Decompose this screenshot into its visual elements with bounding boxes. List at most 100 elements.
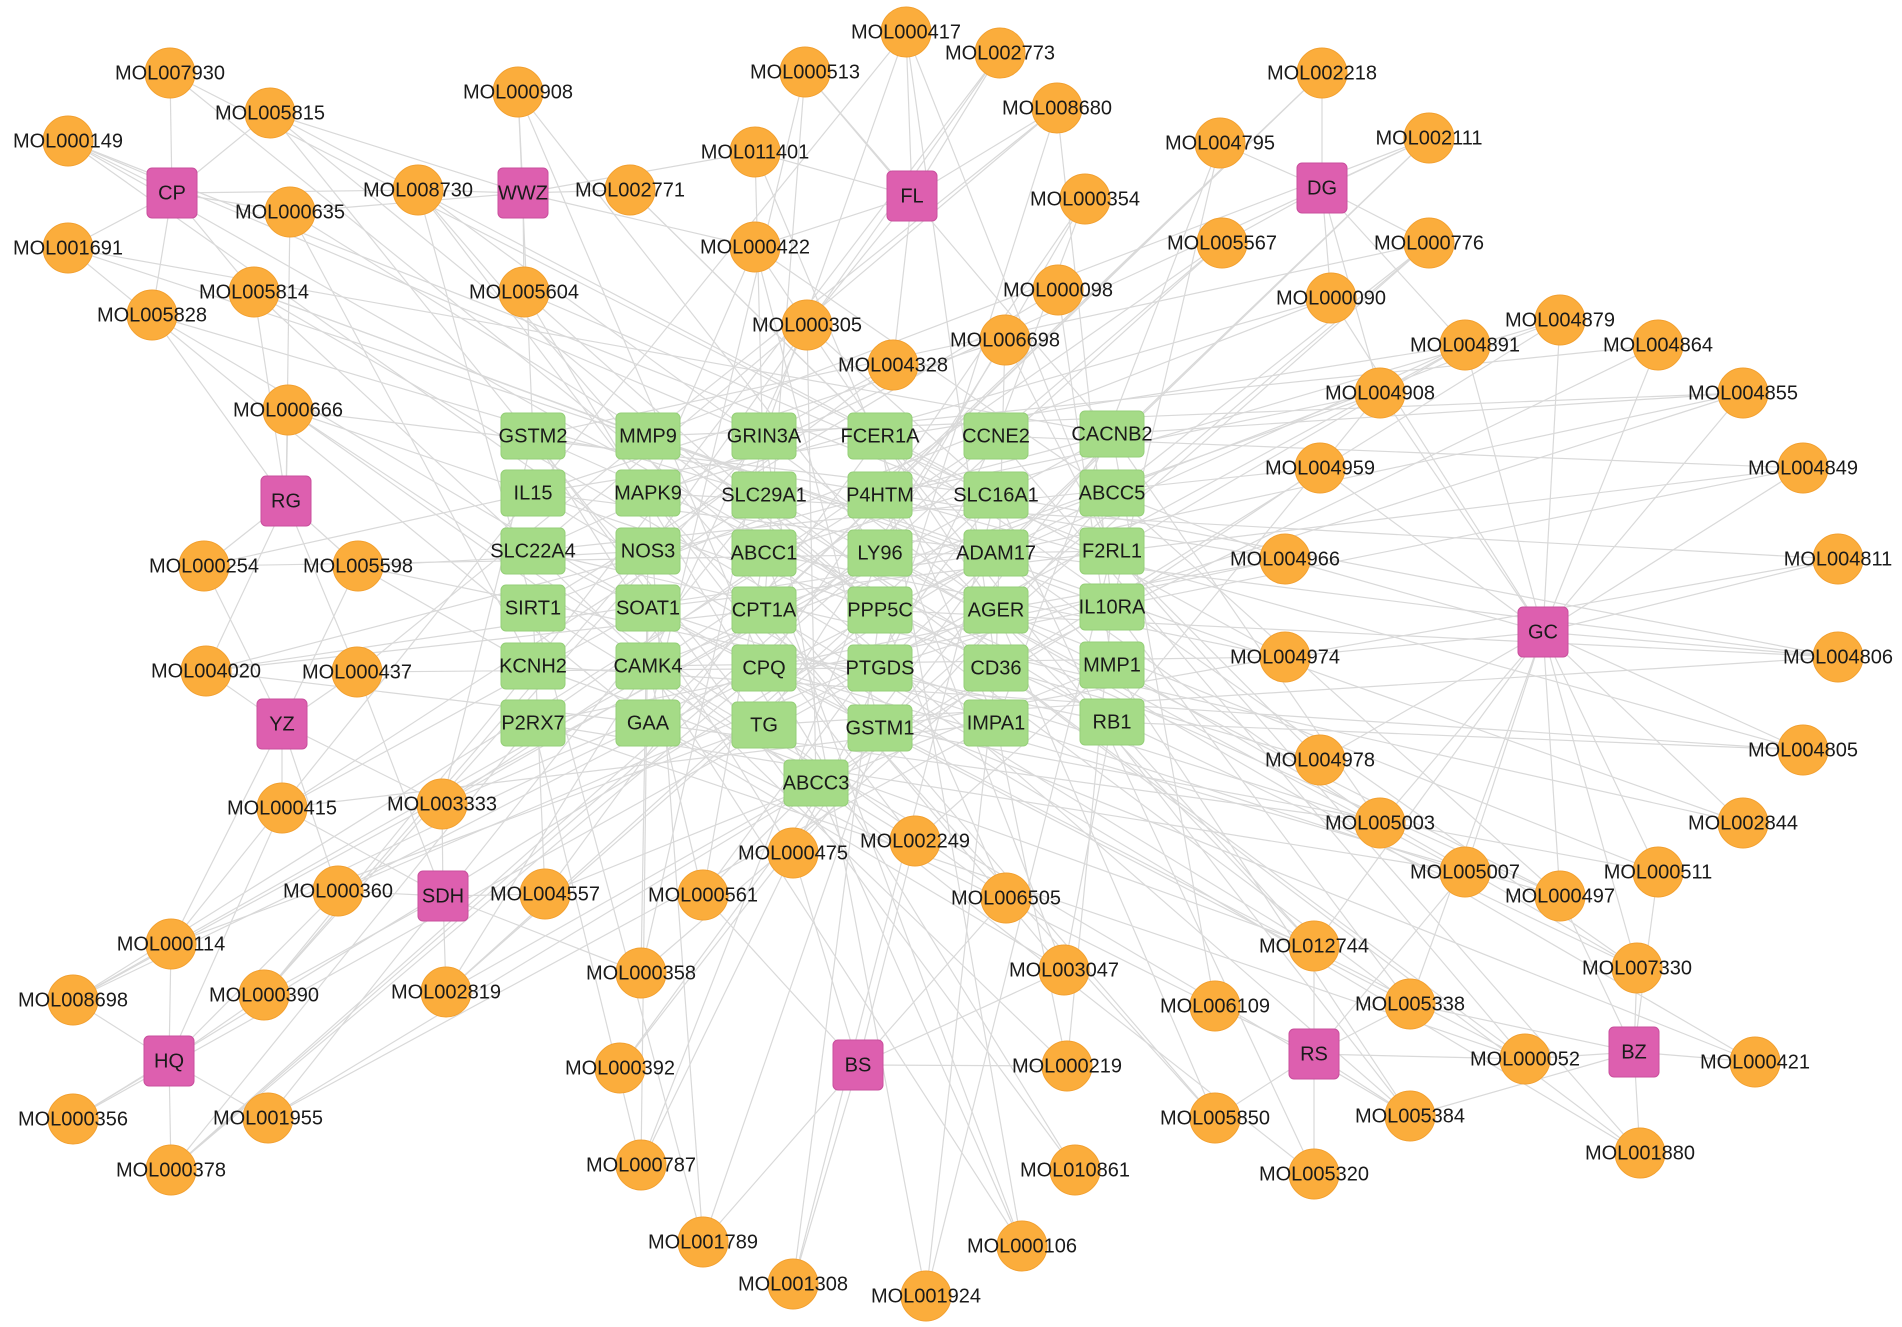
compound-node[interactable] (867, 339, 919, 391)
compound-node[interactable] (492, 66, 544, 118)
compound-node[interactable] (729, 126, 781, 178)
compound-node[interactable] (1049, 1144, 1101, 1196)
compound-node[interactable] (1439, 319, 1491, 371)
compound-node[interactable] (392, 164, 444, 216)
compound-node[interactable] (677, 1216, 729, 1268)
compound-node[interactable] (1611, 942, 1663, 994)
compound-node[interactable] (1288, 920, 1340, 972)
compound-node[interactable] (604, 164, 656, 216)
herb-node[interactable] (1517, 606, 1569, 658)
compound-node[interactable] (498, 266, 550, 318)
compound-node[interactable] (767, 827, 819, 879)
compound-node[interactable] (1059, 173, 1111, 225)
target-node[interactable] (963, 699, 1029, 747)
target-node[interactable] (963, 471, 1029, 519)
compound-node[interactable] (1614, 1127, 1666, 1179)
target-node[interactable] (500, 642, 566, 690)
target-node[interactable] (783, 759, 849, 807)
compound-node[interactable] (1534, 294, 1586, 346)
target-node[interactable] (615, 584, 681, 632)
compound-node[interactable] (900, 1270, 952, 1322)
compound-node[interactable] (519, 868, 571, 920)
target-node[interactable] (615, 412, 681, 460)
target-node[interactable] (847, 586, 913, 634)
compound-node[interactable] (1294, 734, 1346, 786)
compound-node[interactable] (1189, 1092, 1241, 1144)
compound-node[interactable] (1189, 980, 1241, 1032)
compound-node[interactable] (145, 1144, 197, 1196)
compound-node[interactable] (1032, 264, 1084, 316)
compound-node[interactable] (1403, 217, 1455, 269)
herb-node[interactable] (417, 870, 469, 922)
herb-node[interactable] (497, 167, 549, 219)
compound-node[interactable] (1717, 797, 1769, 849)
compound-node[interactable] (677, 869, 729, 921)
compound-node[interactable] (1288, 1148, 1340, 1200)
compound-node[interactable] (178, 540, 230, 592)
herb-node[interactable] (832, 1039, 884, 1091)
target-node[interactable] (1079, 583, 1145, 631)
herb-node[interactable] (1608, 1026, 1660, 1078)
target-node[interactable] (963, 644, 1029, 692)
compound-node[interactable] (1041, 1040, 1093, 1092)
compound-node[interactable] (1534, 870, 1586, 922)
compound-node[interactable] (47, 974, 99, 1026)
compound-node[interactable] (262, 384, 314, 436)
target-node[interactable] (1079, 410, 1145, 458)
compound-node[interactable] (1031, 82, 1083, 134)
compound-node[interactable] (980, 872, 1032, 924)
target-node[interactable] (1079, 641, 1145, 689)
compound-node[interactable] (256, 782, 308, 834)
target-node[interactable] (847, 412, 913, 460)
compound-node[interactable] (1632, 319, 1684, 371)
compound-node[interactable] (729, 221, 781, 273)
herb-node[interactable] (143, 1035, 195, 1087)
compound-node[interactable] (145, 918, 197, 970)
target-node[interactable] (847, 644, 913, 692)
target-node[interactable] (731, 644, 797, 692)
compound-node[interactable] (1439, 846, 1491, 898)
target-node[interactable] (500, 527, 566, 575)
target-node[interactable] (615, 699, 681, 747)
target-node[interactable] (1079, 698, 1145, 746)
compound-node[interactable] (331, 646, 383, 698)
target-node[interactable] (731, 529, 797, 577)
compound-node[interactable] (420, 966, 472, 1018)
compound-node[interactable] (1812, 631, 1864, 683)
compound-node[interactable] (1717, 367, 1769, 419)
target-node[interactable] (615, 527, 681, 575)
target-node[interactable] (500, 469, 566, 517)
compound-node[interactable] (47, 1093, 99, 1145)
compound-node[interactable] (615, 1139, 667, 1191)
target-node[interactable] (731, 701, 797, 749)
target-node[interactable] (731, 471, 797, 519)
compound-node[interactable] (264, 186, 316, 238)
compound-node[interactable] (615, 947, 667, 999)
compound-node[interactable] (767, 1258, 819, 1310)
compound-node[interactable] (1194, 117, 1246, 169)
target-node[interactable] (615, 469, 681, 517)
compound-node[interactable] (238, 969, 290, 1021)
compound-node[interactable] (1354, 797, 1406, 849)
target-node[interactable] (731, 586, 797, 634)
compound-node[interactable] (332, 540, 384, 592)
compound-node[interactable] (1403, 112, 1455, 164)
compound-node[interactable] (1632, 846, 1684, 898)
herb-node[interactable] (1296, 162, 1348, 214)
compound-node[interactable] (42, 222, 94, 274)
compound-node[interactable] (979, 314, 1031, 366)
herb-node[interactable] (1288, 1028, 1340, 1080)
compound-node[interactable] (1812, 533, 1864, 585)
compound-node[interactable] (996, 1220, 1048, 1272)
target-node[interactable] (963, 586, 1029, 634)
compound-node[interactable] (312, 865, 364, 917)
target-node[interactable] (500, 699, 566, 747)
target-node[interactable] (731, 412, 797, 460)
herb-node[interactable] (886, 170, 938, 222)
target-node[interactable] (500, 412, 566, 460)
compound-node[interactable] (242, 1092, 294, 1144)
target-node[interactable] (847, 529, 913, 577)
herb-node[interactable] (146, 167, 198, 219)
compound-node[interactable] (1729, 1036, 1781, 1088)
target-node[interactable] (963, 529, 1029, 577)
